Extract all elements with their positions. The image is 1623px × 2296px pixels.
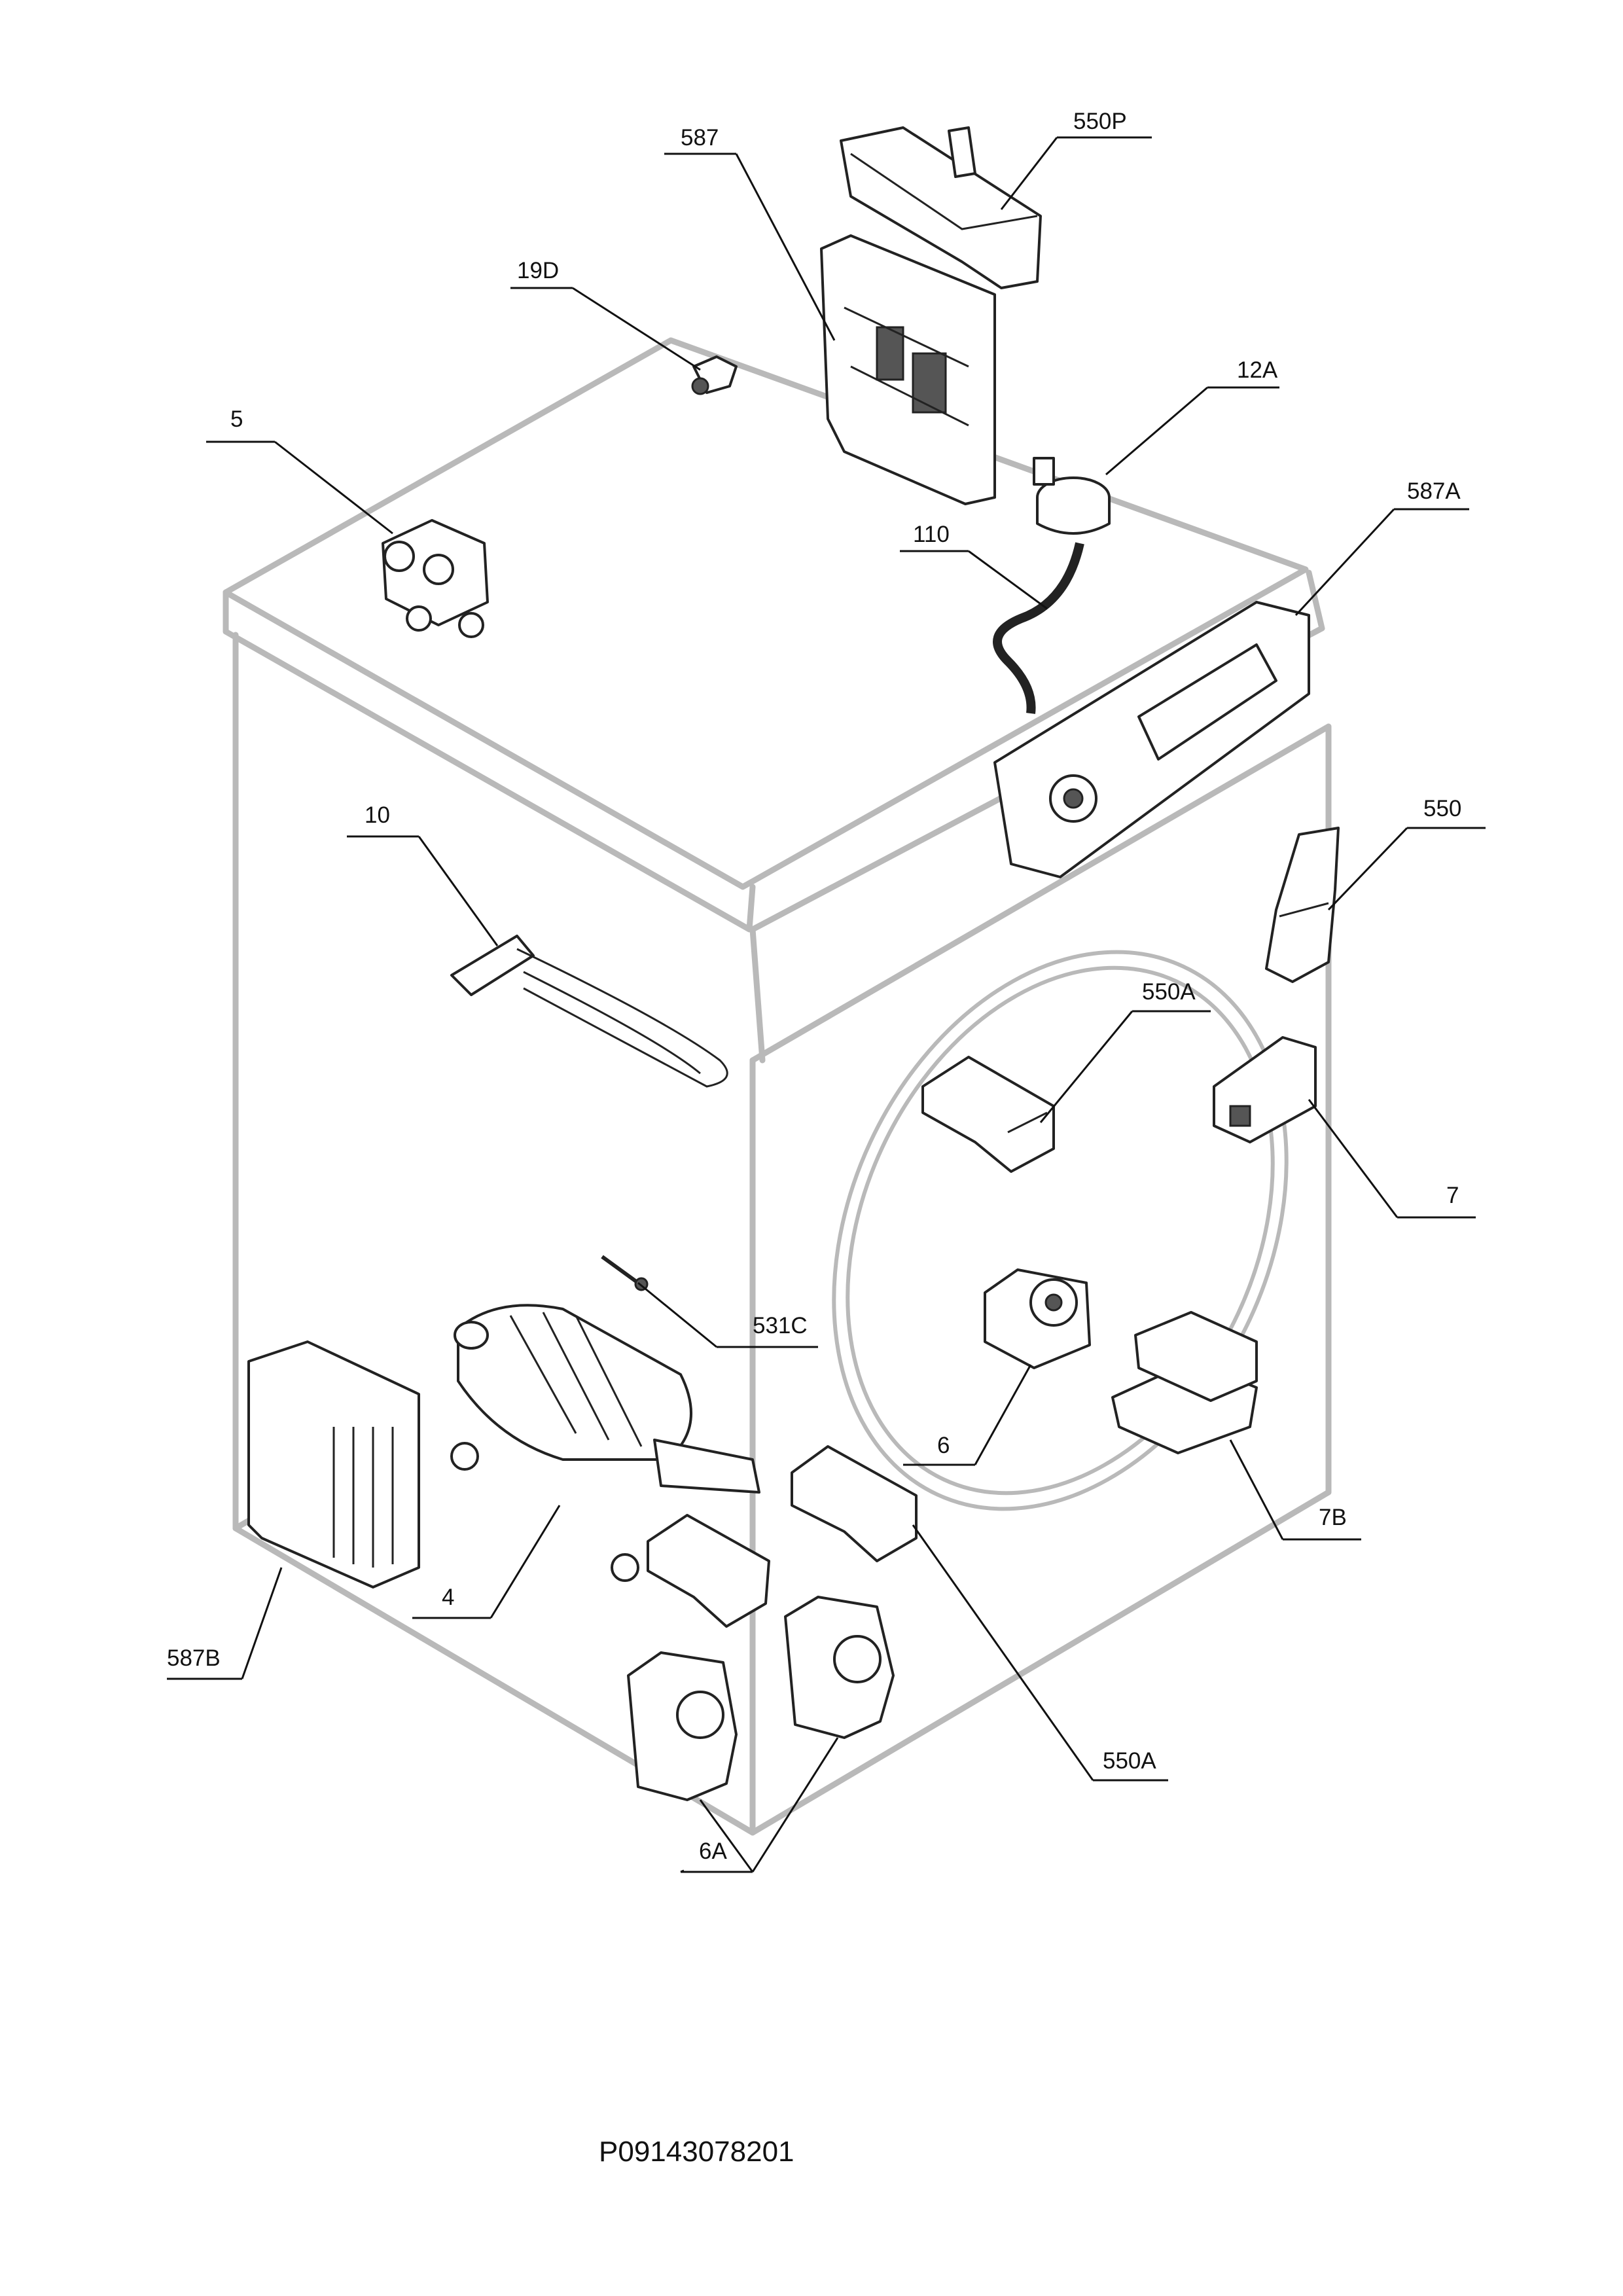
label-550A-upper: 550A <box>1142 979 1196 1005</box>
part-587A-display-board <box>993 601 1310 878</box>
callout-6A: 6A <box>680 1737 839 1873</box>
part-4-motor <box>450 1304 760 1582</box>
label-10: 10 <box>365 802 390 828</box>
callout-7B: 7B <box>1229 1439 1361 1541</box>
part-550P-cover <box>840 126 1042 289</box>
label-7B: 7B <box>1319 1505 1347 1530</box>
callout-7: 7 <box>1308 1099 1476 1219</box>
label-5: 5 <box>230 406 243 432</box>
part-6-drain-pump <box>984 1268 1091 1369</box>
part-7-door-lock <box>1213 1036 1317 1143</box>
part-550-hinge-cover <box>1265 827 1340 983</box>
label-4: 4 <box>442 1585 454 1610</box>
label-110: 110 <box>913 522 950 547</box>
callout-587A: 587A <box>1294 478 1469 617</box>
part-550A-cover-lower <box>647 1445 918 1628</box>
label-6: 6 <box>937 1433 950 1458</box>
document-code: P09143078201 <box>599 2136 794 2168</box>
callout-19D: 19D <box>510 258 701 371</box>
label-550P: 550P <box>1073 109 1127 134</box>
door-ring <box>832 950 1289 1511</box>
callout-550P: 550P <box>1000 109 1152 210</box>
callout-587B: 587B <box>167 1567 283 1680</box>
part-587B-power-module <box>247 1340 420 1588</box>
callout-550A-upper: 550A <box>1039 979 1211 1123</box>
part-10-heating-element <box>450 935 728 1088</box>
callouts: 550P 587 19D 12A 5 110 <box>167 109 1486 1873</box>
callout-550A-lower: 550A <box>912 1524 1168 1782</box>
callout-10: 10 <box>347 802 499 946</box>
callout-12A: 12A <box>1105 357 1279 476</box>
part-6A-drain-pumps <box>627 1596 895 1801</box>
part-7B-lock-base <box>1111 1311 1258 1454</box>
part-19D-clip <box>691 355 738 395</box>
label-6A: 6A <box>699 1839 727 1864</box>
label-19D: 19D <box>517 258 559 283</box>
label-587B: 587B <box>167 1645 221 1671</box>
callout-6: 6 <box>903 1364 1032 1466</box>
callout-110: 110 <box>900 522 1048 610</box>
part-550A-cover-upper <box>921 1056 1055 1173</box>
part-587-control-module <box>820 234 996 505</box>
callout-4: 4 <box>412 1505 561 1619</box>
callout-531C: 531C <box>637 1282 818 1348</box>
cabinet-outline <box>223 337 1332 1836</box>
part-12A-pressure-switch <box>1033 457 1111 535</box>
label-587: 587 <box>681 125 719 151</box>
callout-587: 587 <box>664 125 836 341</box>
callout-5: 5 <box>206 406 393 535</box>
part-110-hose <box>993 542 1084 714</box>
callout-550: 550 <box>1327 796 1486 911</box>
part-5-inlet-valve <box>382 519 489 638</box>
label-550A-lower: 550A <box>1103 1748 1156 1774</box>
label-7: 7 <box>1446 1183 1459 1208</box>
label-550: 550 <box>1423 796 1461 821</box>
label-587A: 587A <box>1407 478 1461 504</box>
label-531C: 531C <box>753 1313 808 1338</box>
label-12A: 12A <box>1237 357 1278 383</box>
